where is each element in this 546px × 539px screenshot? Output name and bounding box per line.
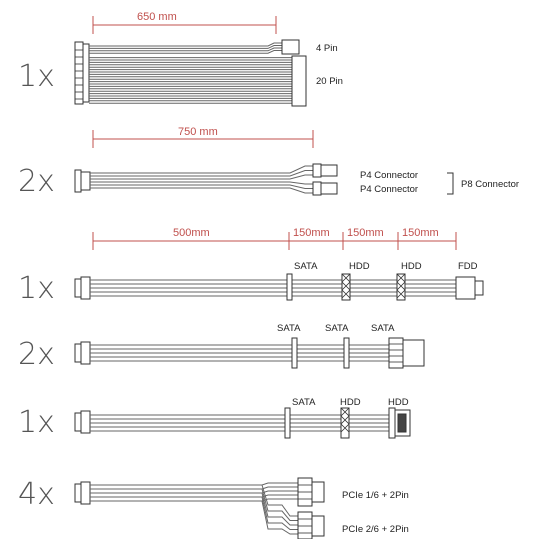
wire [90, 184, 313, 189]
wire [90, 165, 313, 174]
hdd-connector [341, 273, 351, 301]
wire [261, 488, 298, 521]
connector-label: SATA [371, 323, 395, 334]
connector-label: SATA [277, 323, 301, 334]
wire [261, 486, 298, 490]
quantity-label: 2x [18, 164, 55, 199]
connector-label: SATA [292, 397, 316, 408]
sata-connector [286, 273, 293, 301]
quantity-label: 4x [18, 477, 55, 512]
cable-connector-left [74, 410, 91, 434]
p4-connector-1 [312, 163, 338, 178]
wire [90, 170, 313, 177]
quantity-label: 1x [18, 59, 55, 94]
wire [261, 484, 298, 517]
wire-bundle [89, 42, 292, 104]
fdd-connector [455, 276, 484, 300]
group-bracket [447, 172, 454, 195]
dimension-label: 500mm [173, 227, 210, 239]
hdd-end-connector [388, 407, 411, 439]
connector-label: 20 Pin [316, 76, 343, 87]
cable-row-5: 1x SATA HDD HDD [18, 397, 411, 440]
wire [89, 50, 282, 54]
connector-label: PCIe 2/6 + 2Pin [342, 524, 409, 535]
connector-label: SATA [294, 261, 318, 272]
atx-connector-right [281, 39, 307, 107]
dimension-label: 150mm [402, 227, 439, 239]
wire [261, 492, 298, 526]
wire-bundle [90, 279, 456, 297]
dimension-label: 150mm [293, 227, 330, 239]
connector-label: P4 Connector [360, 170, 418, 181]
pcie-connector-2 [297, 511, 325, 539]
wire-bundle [90, 414, 389, 432]
wire [261, 496, 298, 530]
connector-label: HDD [401, 261, 422, 272]
wire-bundle [90, 482, 298, 535]
wire [261, 490, 298, 494]
connector-label: HDD [340, 397, 361, 408]
cable-row-3: 1x 500mm 150mm 150mm 150mm SATA HDD [18, 227, 484, 306]
quantity-label: 1x [18, 271, 55, 306]
quantity-label: 1x [18, 405, 55, 440]
wire-bundle [90, 165, 313, 194]
connector-label: FDD [458, 261, 478, 272]
cable-connector-left [74, 341, 91, 365]
connector-label: HDD [349, 261, 370, 272]
dimension-line [92, 130, 314, 148]
p4-connector-2 [312, 181, 338, 196]
connector-label: P4 Connector [360, 184, 418, 195]
hdd-connector [396, 273, 406, 301]
dimension-line [92, 232, 457, 250]
wire [261, 498, 298, 502]
cable-row-1: 1x 650 mm 4 Pin 20 Pin [18, 11, 343, 107]
cable-row-2: 2x 750 mm P4 Connector P4 Connector P8 C… [18, 126, 519, 199]
wire-bundle [90, 344, 389, 362]
dimension-label: 650 mm [137, 11, 177, 23]
dimension-label: 750 mm [178, 126, 218, 138]
atx-connector-left [74, 41, 90, 105]
cable-connector-left [74, 169, 91, 193]
group-label: P8 Connector [461, 179, 519, 190]
wire [89, 42, 282, 47]
sata-connector [343, 337, 350, 369]
wire [261, 482, 298, 486]
hdd-connector [340, 407, 350, 439]
sata-connector [284, 407, 291, 439]
connector-label: 4 Pin [316, 43, 338, 54]
wire [90, 187, 313, 194]
wire [261, 494, 298, 498]
sata-end-connector [388, 337, 425, 369]
cable-connector-left [74, 481, 91, 505]
wire [261, 500, 298, 535]
dimension-line [92, 16, 277, 34]
dimension-label: 150mm [347, 227, 384, 239]
wire [90, 181, 313, 185]
connector-label: HDD [388, 397, 409, 408]
pcie-connector-1 [297, 477, 325, 507]
wire [89, 45, 282, 49]
quantity-label: 2x [18, 337, 55, 372]
cable-row-4: 2x SATA SATA SATA [18, 323, 425, 372]
sata-connector [291, 337, 298, 369]
wire [89, 47, 282, 52]
cable-connector-left [74, 276, 91, 300]
connector-label: PCIe 1/6 + 2Pin [342, 490, 409, 501]
cable-row-6: 4x PCIe 1/6 + 2Pin PCIe 2/6 + 2Pin [18, 477, 409, 539]
wire [90, 174, 313, 180]
connector-label: SATA [325, 323, 349, 334]
